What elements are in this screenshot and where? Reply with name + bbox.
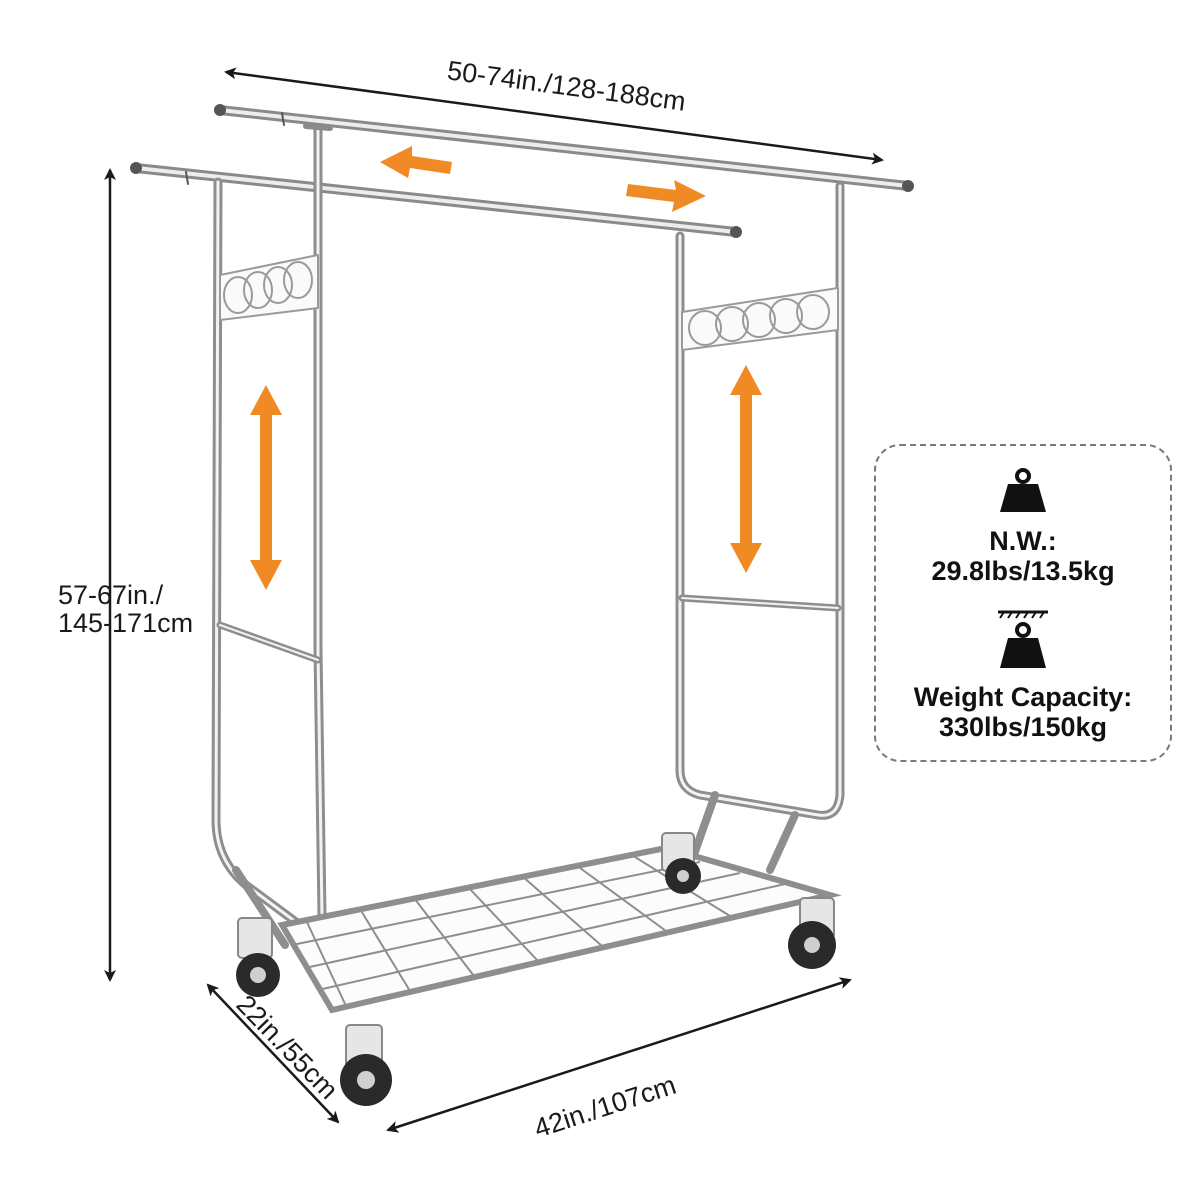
left-height-arrow xyxy=(250,385,282,590)
front-hanging-bar xyxy=(130,162,742,238)
height-dimension: 57-67in./ 145-171cm xyxy=(58,168,193,982)
width-label: 50-74in./128-188cm xyxy=(445,55,687,116)
height-label-line2: 145-171cm xyxy=(58,608,193,638)
capacity-value: 330lbs/150kg xyxy=(938,712,1108,742)
base-width-dimension: 42in./107cm xyxy=(386,977,852,1144)
wheel-back-left xyxy=(236,917,280,997)
back-hanging-bar xyxy=(214,104,914,192)
weight-icon xyxy=(1000,468,1046,512)
capacity-label: Weight Capacity: xyxy=(913,682,1133,712)
spec-box: N.W.: 29.8lbs/13.5kg Weight Capacity: 33… xyxy=(874,444,1172,762)
wheel-front-left xyxy=(340,1024,392,1106)
hanging-weight-icon xyxy=(998,610,1048,668)
height-label-line1: 57-67in./ xyxy=(58,580,164,610)
caster-wheels xyxy=(236,832,836,1106)
right-height-arrow xyxy=(730,365,762,573)
extend-right-arrow xyxy=(626,180,706,212)
right-ring-band xyxy=(681,287,839,351)
extend-left-arrow xyxy=(380,146,452,178)
rack-frame xyxy=(130,104,914,949)
depth-dimension: 22in./55cm xyxy=(206,983,344,1124)
right-mid-crossbar xyxy=(678,594,842,612)
right-upright xyxy=(675,181,845,820)
left-ring-band xyxy=(219,254,319,321)
wheel-back-right xyxy=(661,832,701,894)
adjust-arrows xyxy=(250,146,762,590)
base-width-label: 42in./107cm xyxy=(531,1070,680,1144)
wire-shelf xyxy=(277,844,842,1014)
net-weight-value: 29.8lbs/13.5kg xyxy=(931,556,1115,586)
wheel-front-right xyxy=(788,897,836,969)
net-weight-label: N.W.: xyxy=(989,526,1057,556)
left-mid-crossbar xyxy=(216,621,322,664)
